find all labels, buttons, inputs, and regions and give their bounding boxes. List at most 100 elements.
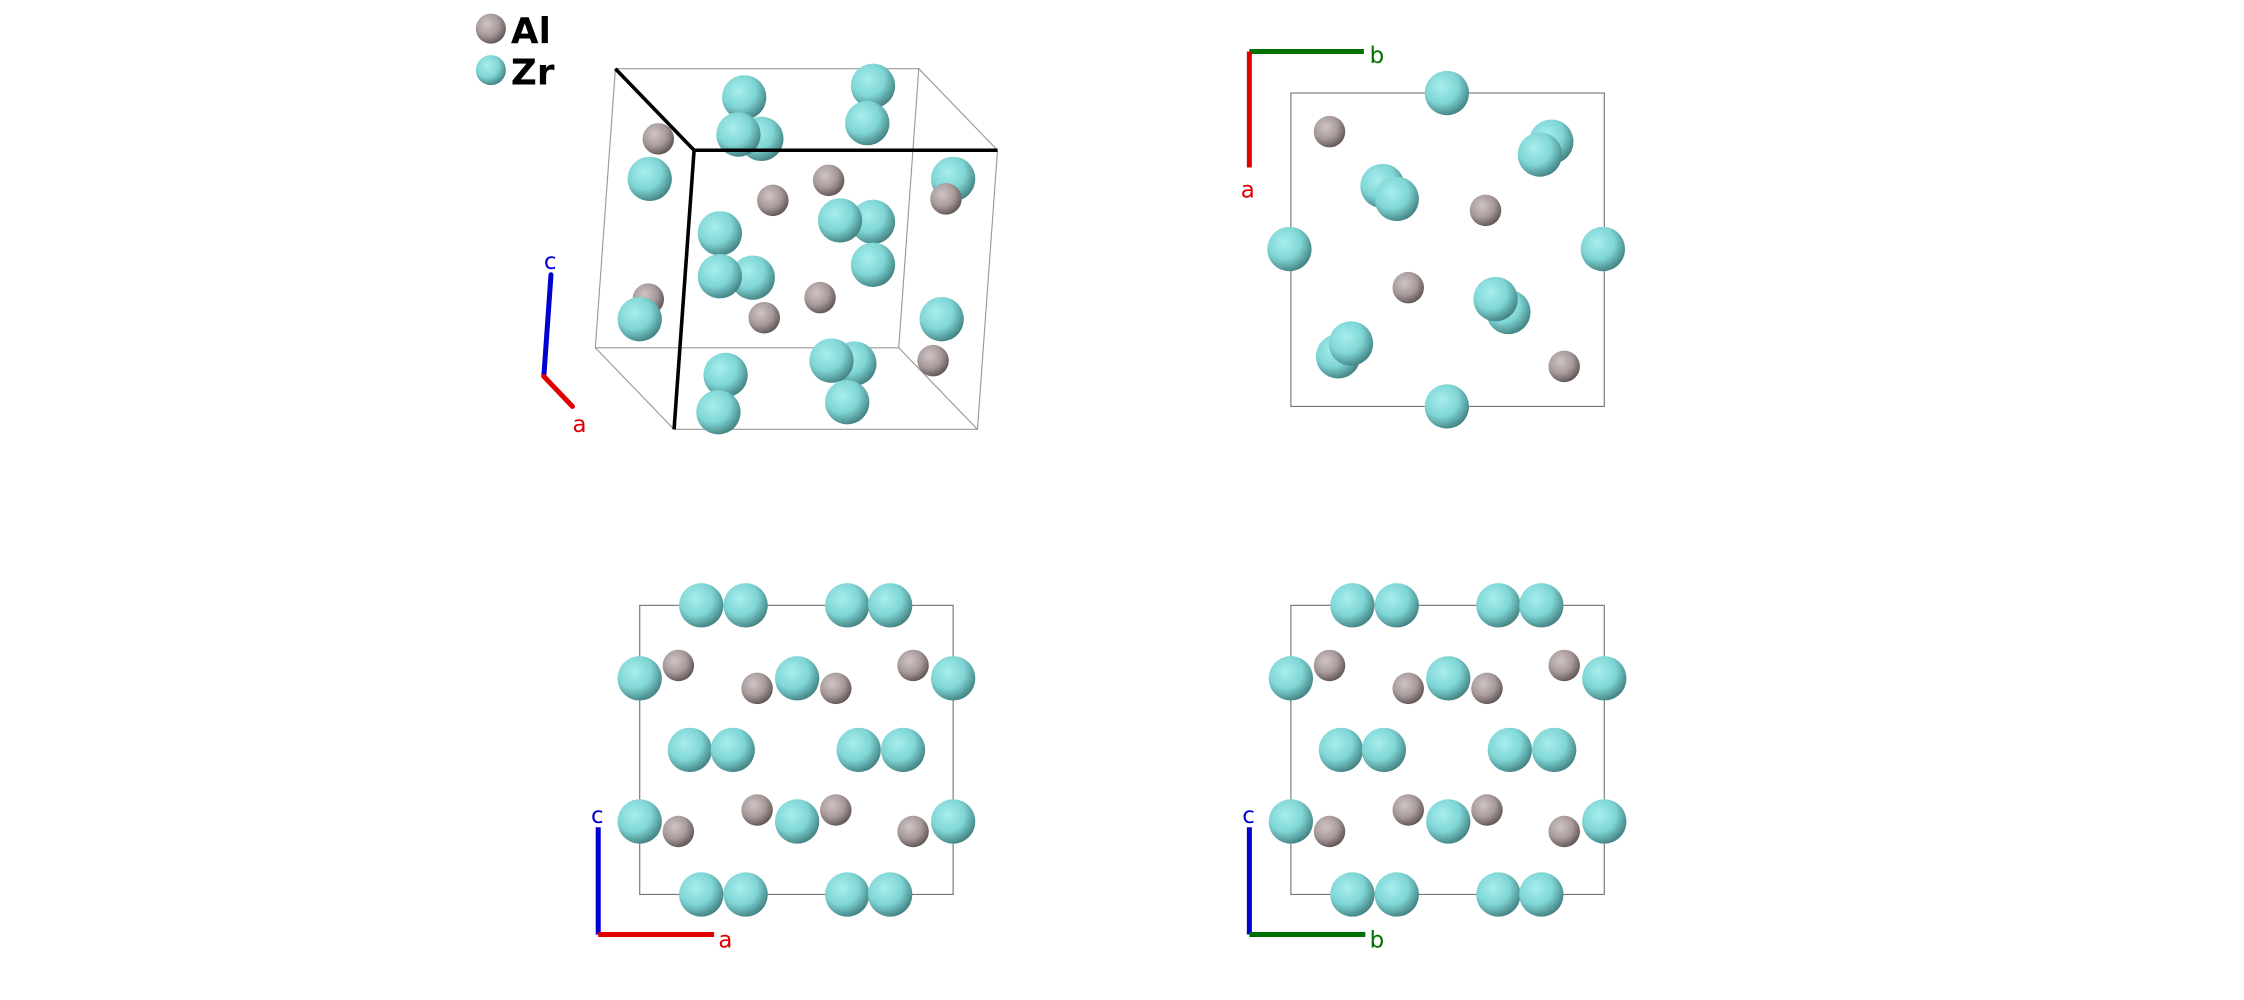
bc-projection-view: c b	[1242, 583, 1627, 953]
zr-atom	[825, 583, 870, 628]
al-atom	[897, 815, 929, 848]
unit-cell	[1290, 604, 1605, 896]
al-atom	[1548, 649, 1580, 682]
legend-zr-swatch	[475, 55, 506, 86]
legend-zr-label: Zr	[511, 52, 555, 93]
zr-atom	[679, 583, 724, 628]
al-atom	[820, 794, 852, 826]
zr-atom	[850, 63, 896, 109]
zr-atom	[723, 583, 768, 628]
zr-atom	[730, 255, 775, 300]
al-atom	[741, 672, 773, 705]
zr-atom	[627, 156, 672, 202]
legend-al-swatch	[475, 13, 506, 44]
zr-atom	[1268, 656, 1314, 701]
zr-atom	[1328, 321, 1374, 366]
zr-atom	[1517, 132, 1563, 177]
al-atom	[1548, 350, 1580, 383]
zr-atom	[696, 389, 741, 435]
al-atom	[1548, 815, 1580, 848]
zr-atom	[930, 799, 976, 844]
al-atom	[642, 123, 675, 155]
zr-atom	[1374, 872, 1419, 917]
al-atom	[897, 649, 929, 682]
zr-atom	[919, 296, 964, 342]
zr-atom	[1318, 727, 1364, 773]
zr-atom	[845, 100, 890, 146]
zr-atom	[703, 352, 748, 398]
perspective-view: c a	[541, 63, 999, 438]
zr-atom	[716, 112, 761, 157]
zr-atom	[722, 75, 767, 120]
al-atom	[1392, 672, 1424, 705]
zr-atom	[774, 656, 820, 701]
zr-atom	[697, 211, 743, 256]
zr-atom	[1476, 583, 1521, 628]
ab-projection-view: b a	[1241, 43, 1626, 429]
al-atom	[1313, 815, 1346, 848]
zr-atom	[1424, 384, 1470, 429]
zr-atom	[1473, 276, 1518, 322]
axis-c-label: c	[544, 249, 557, 275]
al-atom	[741, 794, 773, 826]
zr-atom	[1519, 872, 1564, 917]
zr-atom	[836, 727, 881, 773]
zr-atom	[1267, 226, 1312, 272]
zr-atom	[617, 296, 662, 342]
zr-atom	[710, 727, 755, 773]
zr-atom	[1580, 226, 1626, 272]
al-atom	[662, 649, 695, 682]
al-atom	[757, 184, 789, 217]
axis-b-label: b	[1370, 927, 1385, 953]
al-atom	[1471, 672, 1503, 705]
axis-c-label: c	[591, 803, 604, 829]
al-atom	[1392, 271, 1424, 304]
zr-atom	[1582, 799, 1627, 844]
zr-atom	[774, 799, 820, 844]
zr-atom	[825, 872, 870, 917]
axis-c-line	[541, 272, 554, 379]
al-atom	[662, 815, 695, 848]
al-atom	[1471, 794, 1503, 826]
al-atom	[930, 183, 962, 215]
axis-c-label: c	[1242, 803, 1255, 829]
zr-atom	[617, 799, 662, 844]
zr-atom	[850, 199, 896, 245]
zr-atom	[723, 872, 768, 917]
al-atom	[812, 164, 845, 197]
al-atom	[1392, 794, 1424, 826]
zr-atom	[1519, 583, 1564, 628]
al-atom	[1469, 194, 1502, 227]
zr-atom	[850, 242, 896, 287]
zr-atom	[1426, 799, 1471, 844]
axis-a-label: a	[572, 412, 586, 438]
al-atom	[917, 344, 949, 377]
axis-triad: c a	[541, 249, 586, 438]
zr-atom	[867, 583, 913, 628]
zr-atom	[697, 254, 743, 299]
zr-atom	[1330, 872, 1375, 917]
legend: Al Zr	[475, 11, 555, 93]
unit-cell	[639, 604, 954, 896]
unit-cell-axes-edges	[614, 67, 998, 430]
zr-atom	[1374, 176, 1419, 222]
zr-atom	[617, 656, 662, 701]
axis-a-line	[541, 373, 575, 409]
zr-atom	[1476, 872, 1521, 917]
zr-atom	[867, 872, 913, 917]
unit-cell-back	[594, 68, 999, 430]
al-atom	[748, 301, 780, 334]
zr-atom	[1361, 727, 1407, 773]
zr-atom	[1532, 727, 1577, 773]
axis-a-label: a	[718, 927, 732, 953]
zr-atom	[1424, 70, 1470, 116]
zr-atom	[1487, 727, 1533, 773]
al-atom	[820, 672, 852, 705]
al-atom	[1313, 649, 1346, 682]
zr-atom	[1330, 583, 1375, 628]
zr-atom	[1582, 656, 1627, 701]
zr-atom	[825, 379, 870, 425]
zr-atom	[679, 872, 724, 917]
axis-a-label: a	[1241, 177, 1255, 203]
zr-atom	[1426, 656, 1471, 701]
